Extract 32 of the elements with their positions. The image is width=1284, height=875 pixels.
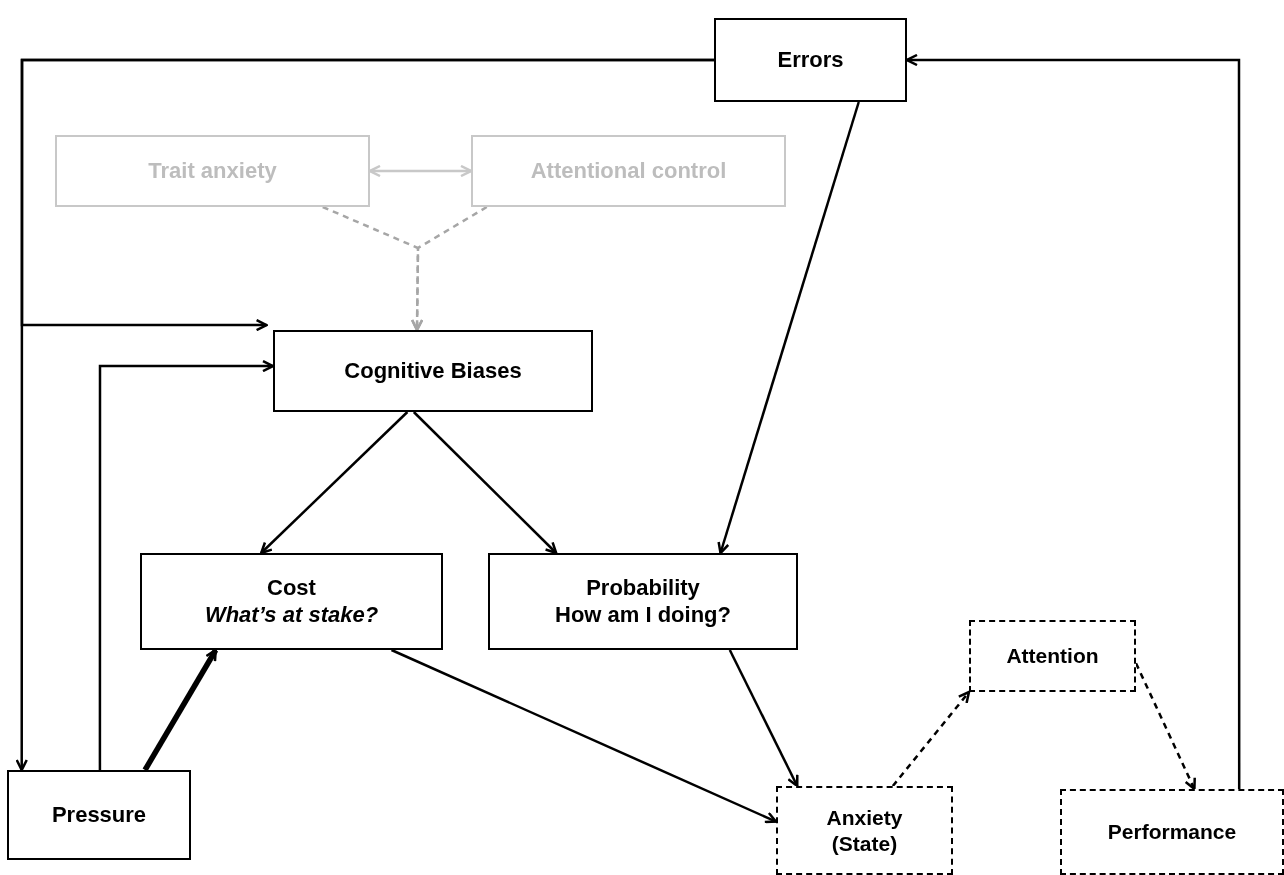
dashed-box xyxy=(776,786,953,875)
arrow xyxy=(259,411,409,555)
node-label: Performance xyxy=(1107,819,1237,845)
process-box xyxy=(488,553,798,650)
arrow xyxy=(412,411,558,555)
arrow xyxy=(410,205,488,332)
node-label: What’s at stake? xyxy=(204,601,379,628)
node-label: Attention xyxy=(1006,643,1099,669)
process-box xyxy=(140,553,443,650)
arrow xyxy=(717,101,860,555)
node-label: Attentional control xyxy=(530,157,727,185)
faded-box xyxy=(471,135,786,207)
node-label: Anxiety (State) xyxy=(825,805,904,856)
node-label: How am I doing? xyxy=(555,601,731,628)
process-box xyxy=(714,18,907,102)
arrow xyxy=(142,648,219,772)
arrow xyxy=(390,648,778,824)
node-label: Cognitive Biases xyxy=(344,357,522,385)
process-box xyxy=(273,330,593,412)
faded-box xyxy=(55,135,370,207)
node-label: Probability xyxy=(586,575,700,602)
dashed-box xyxy=(1060,789,1284,875)
arrow xyxy=(728,649,799,788)
arrow xyxy=(98,359,275,770)
process-box xyxy=(7,770,191,860)
arrow xyxy=(20,58,714,332)
node-label: Cost xyxy=(267,575,316,602)
dashed-box xyxy=(969,620,1136,692)
node-label: Pressure xyxy=(51,801,147,829)
arrow xyxy=(891,690,971,787)
node-label: Trait anxiety xyxy=(148,157,277,185)
node-label: Errors xyxy=(777,46,844,74)
